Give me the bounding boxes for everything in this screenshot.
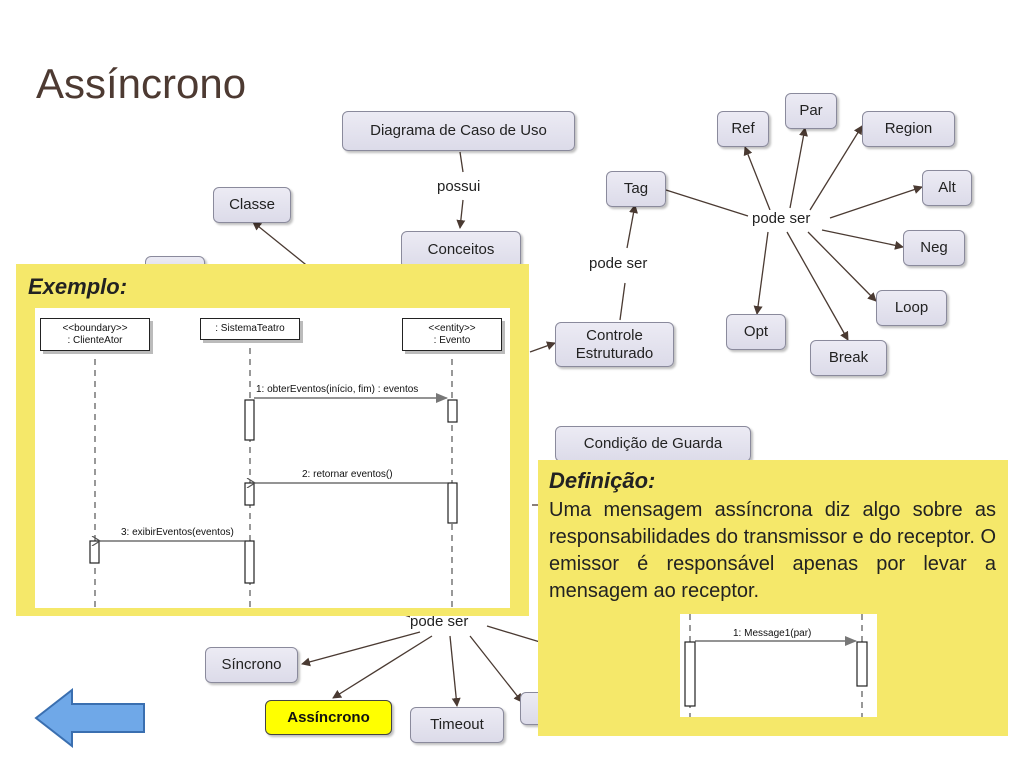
connector-hub-loop xyxy=(807,231,877,302)
left-arrow-icon xyxy=(34,687,145,749)
connector-possui-conceitos xyxy=(456,199,466,229)
link-label-pode-ser-msg: pode ser xyxy=(410,613,469,630)
message-2-label: 2: retornar eventos() xyxy=(302,469,393,480)
connector-hub-ref xyxy=(743,146,771,211)
connector-controle-podeser xyxy=(619,282,626,321)
activation-sistema-3 xyxy=(244,540,255,584)
node-ref[interactable]: Ref xyxy=(717,111,769,147)
connector-hub-region xyxy=(809,125,863,211)
lifeline-stereotype: <<boundary>> xyxy=(62,322,128,334)
node-neg[interactable]: Neg xyxy=(903,230,965,266)
back-button[interactable] xyxy=(34,687,146,753)
activation-sistema-2 xyxy=(244,482,255,506)
lifeline-head-evento: <<entity>> : Evento xyxy=(402,318,502,351)
node-timeout[interactable]: Timeout xyxy=(410,707,504,743)
example-heading: Exemplo: xyxy=(28,274,128,299)
message-3-label: 3: exibirEventos(eventos) xyxy=(121,527,234,538)
connector-tag-hub xyxy=(665,189,749,217)
lifeline-name: : ClienteAtor xyxy=(67,334,123,346)
mini-message-label: 1: Message1(par) xyxy=(733,628,811,639)
node-classe[interactable]: Classe xyxy=(213,187,291,223)
activation-evento-2 xyxy=(447,482,458,524)
message-1-label: 1: obterEventos(início, fim) : eventos xyxy=(256,384,419,395)
sequence-diagram-graphics xyxy=(89,348,458,608)
lifeline-name: : SistemaTeatro xyxy=(215,323,285,334)
connector-msg-timeout xyxy=(449,635,461,707)
link-label-pode-ser-hub: pode ser xyxy=(752,210,811,227)
example-panel: Exemplo: xyxy=(16,264,529,616)
node-loop[interactable]: Loop xyxy=(876,290,947,326)
connector-hub-par xyxy=(789,127,808,209)
connector-hub-alt xyxy=(829,185,923,219)
node-break[interactable]: Break xyxy=(810,340,887,376)
node-sincrono[interactable]: Síncrono xyxy=(205,647,298,683)
connector-hub-break xyxy=(786,231,849,341)
connector-msg-assincrono xyxy=(332,635,433,699)
node-condicao-de-guarda[interactable]: Condição de Guarda xyxy=(555,426,751,462)
connector-msg-hidden xyxy=(469,635,523,703)
mini-diagram-graphics: 1: Message1(par) xyxy=(684,614,868,717)
link-label-possui: possui xyxy=(437,178,481,195)
activation-evento-1 xyxy=(447,399,458,423)
lifeline-name: : Evento xyxy=(433,334,471,346)
connector-podeser-tag xyxy=(626,204,638,249)
lifeline-head-sistemateatro: : SistemaTeatro xyxy=(200,318,300,340)
definition-text: Uma mensagem assíncrona diz algo sobre a… xyxy=(549,499,996,602)
node-region[interactable]: Region xyxy=(862,111,955,147)
activation-cliente-1 xyxy=(89,540,100,564)
node-tag[interactable]: Tag xyxy=(606,171,666,207)
node-conceitos[interactable]: Conceitos xyxy=(401,231,521,269)
connector-msg-sincrono xyxy=(301,631,421,667)
node-assincrono[interactable]: Assíncrono xyxy=(265,700,392,735)
lifeline-stereotype: <<entity>> xyxy=(428,322,476,334)
node-diagrama-caso-de-uso[interactable]: Diagrama de Caso de Uso xyxy=(342,111,575,151)
node-alt[interactable]: Alt xyxy=(922,170,972,206)
connector-hub-neg xyxy=(821,229,904,250)
node-opt[interactable]: Opt xyxy=(726,314,786,350)
lifeline-head-clienteator: <<boundary>> : ClienteAtor xyxy=(40,318,150,351)
node-par[interactable]: Par xyxy=(785,93,837,129)
connector-msg-right xyxy=(486,625,541,643)
mini-sequence-diagram: 1: Message1(par) xyxy=(680,614,877,717)
sequence-diagram: <<boundary>> : ClienteAtor : SistemaTeat… xyxy=(35,308,510,608)
definition-heading: Definição: xyxy=(549,468,656,493)
definition-panel: Definição: Uma mensagem assíncrona diz a… xyxy=(538,460,1008,736)
connector-diagrama-possui xyxy=(459,151,464,173)
link-label-pode-ser-tag: pode ser xyxy=(589,255,648,272)
node-controle-estruturado[interactable]: Controle Estruturado xyxy=(555,322,674,367)
mini-activation-right xyxy=(856,641,868,687)
slide-title: Assíncrono xyxy=(36,60,247,107)
connector-hub-opt xyxy=(753,231,769,315)
activation-sistema-1 xyxy=(244,399,255,441)
mini-activation-left xyxy=(684,641,696,707)
connector-controle xyxy=(529,341,556,353)
connector-classe xyxy=(252,221,311,269)
